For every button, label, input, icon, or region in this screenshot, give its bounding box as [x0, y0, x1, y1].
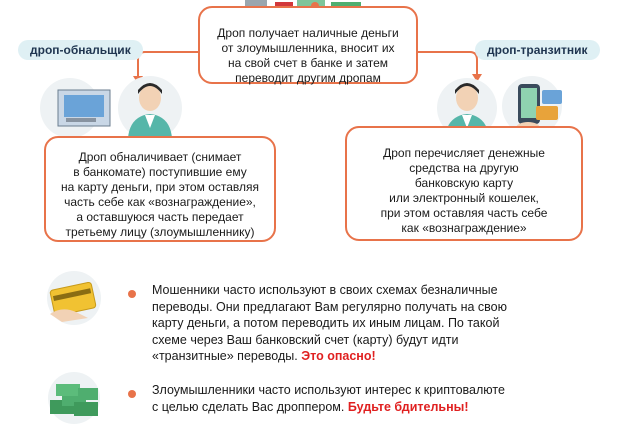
- left-line-4: часть себе как «вознаграждение»,: [64, 195, 256, 209]
- warning1-line-1: Мошенники часто используют в своих схема…: [152, 283, 498, 297]
- right-description-box: Дроп перечисляет денежные средства на др…: [345, 126, 583, 241]
- right-line-5: при этом оставляя часть себе: [380, 206, 548, 220]
- atm-person-illustration: [40, 76, 182, 138]
- money-stack-icon: [48, 372, 100, 424]
- right-line-2: средства на другую: [409, 161, 519, 175]
- left-role-label: дроп-обнальщик: [18, 40, 143, 60]
- warning2-line-1: Злоумышленники часто используют интерес …: [152, 383, 505, 397]
- warning1-line-2: переводы. Они предлагают Вам регулярно п…: [152, 299, 508, 314]
- warning2-emphasis: Будьте бдительны!: [347, 399, 469, 414]
- right-line-1: Дроп перечисляет денежные: [383, 146, 545, 160]
- warning1-line-3: карту деньги, а потом переводить их иным…: [152, 316, 500, 330]
- left-line-3: на карту деньги, при этом оставляя: [61, 180, 259, 194]
- bullet-1: [128, 290, 136, 298]
- left-description-box: Дроп обналичивает (снимает в банкомате) …: [44, 136, 276, 242]
- warning1-emphasis: Это опасно!: [301, 349, 376, 363]
- top-line-2: от злоумышленника, вносит их: [221, 41, 395, 55]
- card-hand-icon: [47, 271, 101, 325]
- bullet-2: [128, 390, 136, 398]
- right-line-4: или электронный кошелек,: [389, 191, 539, 205]
- right-line-3: банковскую карту: [414, 176, 514, 190]
- warning1-line-5: «транзитные» переводы. Это опасно!: [152, 348, 592, 365]
- top-line-1: Дроп получает наличные деньги: [217, 26, 399, 40]
- warning1-last-line: «транзитные» переводы.: [152, 349, 298, 363]
- top-line-4: переводит другим дропам: [235, 71, 381, 85]
- warning2-line2-text: с целью сделать Вас дроппером.: [152, 399, 345, 414]
- warning1-line-4: схеме через Ваш банковский счет (карту) …: [152, 332, 459, 347]
- top-description-box: Дроп получает наличные деньги от злоумыш…: [198, 6, 418, 85]
- warning2-line-2: с целью сделать Вас дроппером. Будьте бд…: [152, 399, 592, 416]
- left-line-1: Дроп обналичивает (снимает: [78, 150, 242, 164]
- top-line-3: на свой счет в банке и затем: [227, 56, 389, 70]
- right-line-6: как «вознаграждение»: [401, 221, 527, 235]
- right-role-label: дроп-транзитник: [475, 40, 600, 60]
- left-line-5: а оставшуюся часть передает: [76, 210, 244, 224]
- left-line-2: в банкомате) поступившие ему: [73, 165, 247, 179]
- left-line-6: третьему лицу (злоумышленнику): [65, 225, 255, 239]
- warning-paragraph-1: Мошенники часто используют в своих схема…: [152, 282, 592, 365]
- warning-paragraph-2: Злоумышленники часто используют интерес …: [152, 382, 592, 415]
